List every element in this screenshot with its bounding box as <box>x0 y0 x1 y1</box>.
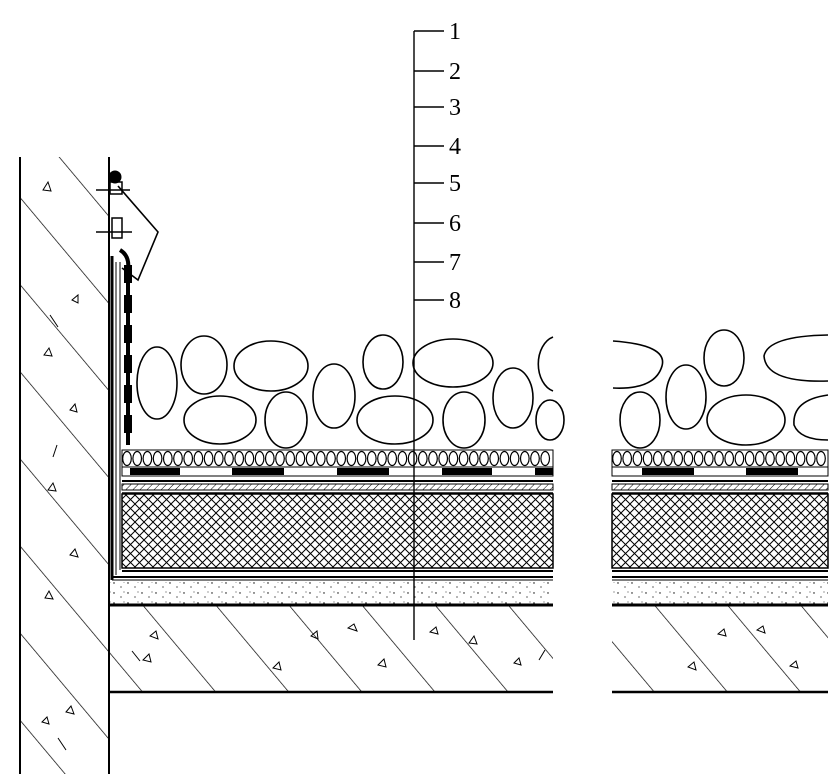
concrete-slab-right <box>612 606 828 694</box>
gravel-ballast-left <box>136 334 565 449</box>
concrete-wall <box>19 157 110 774</box>
gravel-ballast-right <box>612 329 829 449</box>
callout-label-5: 5 <box>449 171 461 197</box>
layer-band-left <box>109 449 554 607</box>
callout-label-7: 7 <box>449 250 461 276</box>
aggregate-marks-wall <box>41 180 79 751</box>
concrete-slab-left <box>109 606 553 694</box>
callout-labels: 1 2 3 4 5 6 7 8 <box>414 19 461 314</box>
callout-label-3: 3 <box>449 95 461 121</box>
callout-label-4: 4 <box>449 134 461 160</box>
callout-label-8: 8 <box>449 288 461 314</box>
flashing-detail <box>96 170 159 580</box>
callout-label-1: 1 <box>449 19 461 45</box>
callout-label-2: 2 <box>449 59 461 85</box>
layer-band-right <box>611 449 829 607</box>
callout-label-6: 6 <box>449 211 461 237</box>
